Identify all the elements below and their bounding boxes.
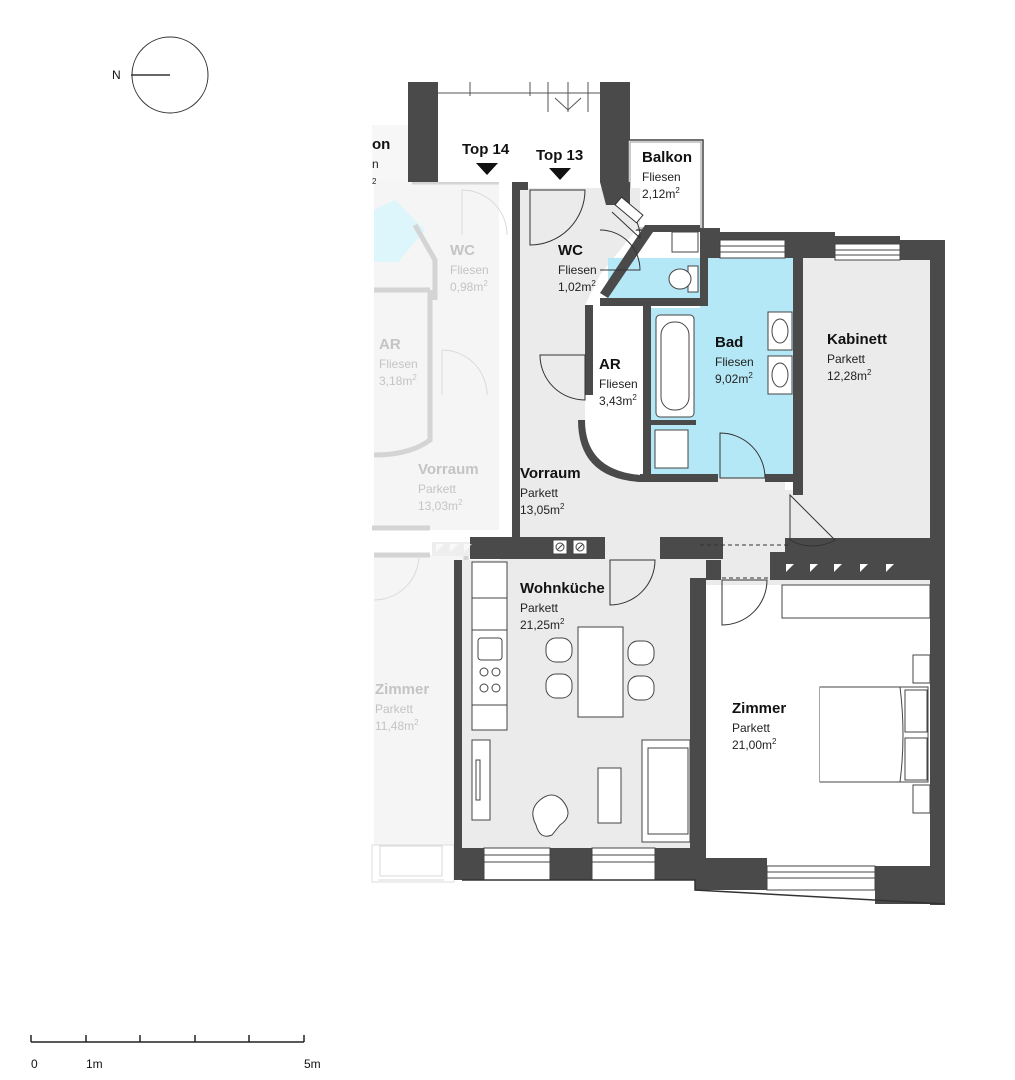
room-floor: Fliesen: [558, 263, 597, 277]
scale-label: 1m: [86, 1057, 103, 1071]
walls: [454, 182, 945, 905]
room-label-vorraum: Vorraum Parkett 13,05m2: [520, 465, 581, 517]
room-label-wc: WC Fliesen 1,02m2: [558, 242, 597, 294]
room-name: Vorraum: [520, 465, 581, 482]
room-floor: Fliesen: [642, 170, 681, 184]
room-name: Zimmer: [732, 700, 786, 717]
room-label-bad: Bad Fliesen 9,02m2: [715, 334, 754, 386]
room-name: Kabinett: [827, 331, 887, 348]
room-floor: Parkett: [375, 702, 414, 716]
room-floor: Parkett: [418, 482, 457, 496]
room-area: 21,00m2: [732, 737, 777, 752]
room-floor: Fliesen: [599, 377, 638, 391]
neighbor-label-balkon: on n 2: [372, 136, 390, 186]
room-name: Balkon: [642, 149, 692, 166]
room-area: 13,05m2: [520, 502, 565, 517]
shaft-markers: [436, 539, 894, 572]
entrance-label: Top 14: [462, 141, 510, 158]
room-area: 3,43m2: [599, 393, 637, 408]
entrance-marker-top13: Top 13: [536, 147, 583, 180]
entrance-marker-top14: Top 14: [462, 141, 510, 175]
room-name: WC: [558, 242, 583, 259]
room-label-balkon: Balkon Fliesen 2,12m2: [642, 149, 692, 201]
north-compass: N: [112, 36, 209, 114]
room-area: 2,12m2: [642, 186, 680, 201]
room-name: AR: [599, 356, 621, 373]
room-name: WC: [450, 242, 475, 259]
kitchen-fittings: [471, 561, 508, 821]
room-area: 13,03m2: [418, 498, 463, 513]
neighbor-unit: [371, 125, 508, 883]
room-label-zimmer: Zimmer Parkett 21,00m2: [732, 700, 786, 752]
north-label: N: [112, 68, 121, 82]
room-area: 0,98m2: [450, 279, 488, 294]
windows: [483, 231, 901, 891]
room-name: Vorraum: [418, 461, 479, 478]
room-name: Zimmer: [375, 681, 429, 698]
scale-label: 0: [31, 1057, 38, 1071]
arrow-down-icon: [476, 163, 498, 175]
arrow-down-icon: [549, 168, 571, 180]
room-label-kabinett: Kabinett Parkett 12,28m2: [827, 331, 887, 383]
room-name: Bad: [715, 334, 743, 351]
scale-label: 5m: [304, 1057, 321, 1071]
neighbor-label-zimmer: Zimmer Parkett 11,48m2: [375, 681, 429, 733]
room-area: 3,18m2: [379, 373, 417, 388]
room-floor: Parkett: [520, 486, 559, 500]
room-floor: Fliesen: [715, 355, 754, 369]
room-area: 2: [372, 177, 377, 186]
room-floor: Fliesen: [450, 263, 489, 277]
neighbor-label-ar: AR Fliesen 3,18m2: [379, 336, 418, 388]
room-area: 11,48m2: [375, 718, 419, 733]
room-label-ar: AR Fliesen 3,43m2: [599, 356, 638, 408]
room-name: AR: [379, 336, 401, 353]
exterior-outline: [462, 879, 946, 905]
room-floor: n: [372, 157, 379, 171]
entrance-label: Top 13: [536, 147, 583, 164]
room-area: 1,02m2: [558, 279, 596, 294]
room-label-wohnkueche: Wohnküche Parkett 21,25m2: [520, 580, 605, 632]
furniture: [532, 584, 931, 843]
doors: [529, 189, 836, 626]
room-name: Wohnküche: [520, 580, 605, 597]
room-floor: Parkett: [732, 721, 771, 735]
stair-landing: [408, 82, 630, 182]
room-area: 12,28m2: [827, 368, 872, 383]
room-floor: Parkett: [520, 601, 559, 615]
room-area: 21,25m2: [520, 617, 565, 632]
neighbor-label-vorraum: Vorraum Parkett 13,03m2: [418, 461, 479, 513]
room-name: on: [372, 136, 390, 153]
neighbor-label-wc: WC Fliesen 0,98m2: [450, 242, 489, 294]
room-floor: Parkett: [827, 352, 866, 366]
scale-bar: 0 1m 5m: [30, 1035, 321, 1071]
room-area: 9,02m2: [715, 371, 753, 386]
fixtures: [654, 265, 793, 469]
room-floor: Fliesen: [379, 357, 418, 371]
